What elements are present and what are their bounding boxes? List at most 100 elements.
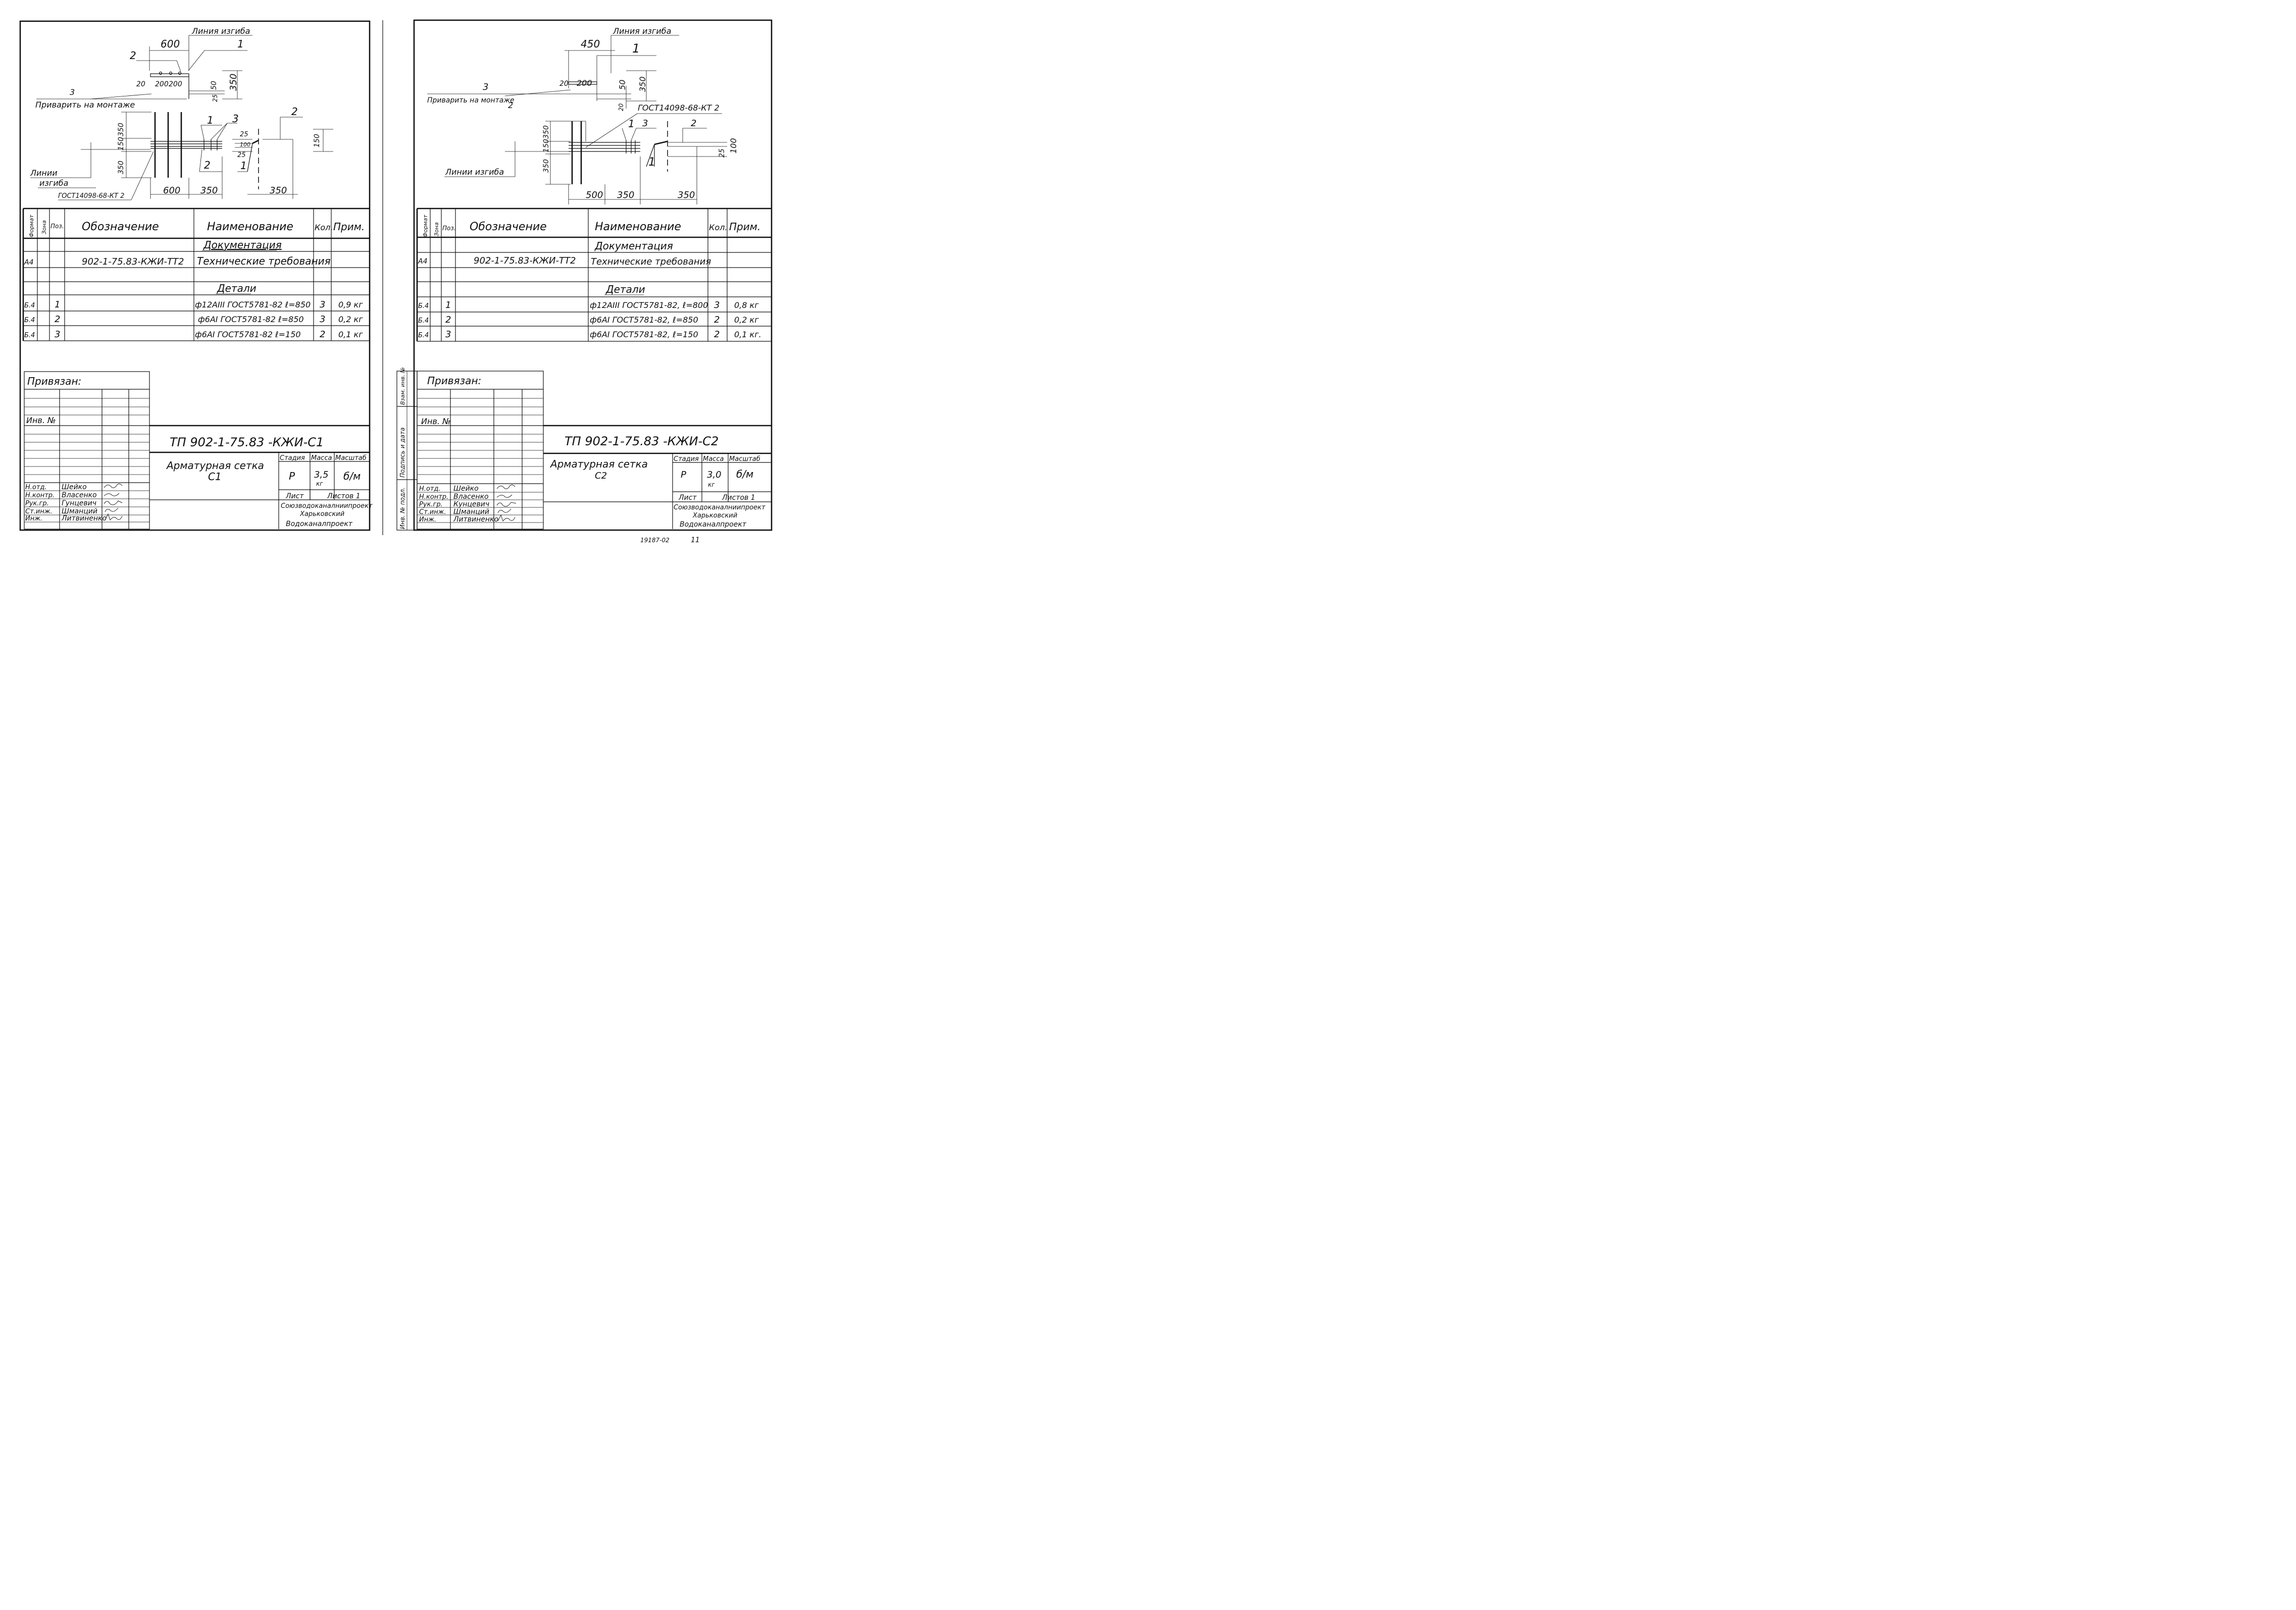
svg-text:2: 2 [714, 315, 720, 325]
row-format: А4 [24, 258, 33, 267]
drawing-sheets: Линия изгиба 600 1 2 20 200 200 50 350 2… [19, 19, 773, 544]
callout: 1 [237, 38, 244, 50]
signature-mark [104, 483, 123, 488]
dim: 350 [638, 76, 647, 92]
svg-text:Б.4: Б.4 [418, 302, 429, 310]
bend-lines-label: Линии [30, 168, 58, 178]
svg-text:Гунцевич: Гунцевич [62, 499, 96, 507]
svg-text:3: 3 [320, 299, 325, 310]
svg-text:0,1 кг: 0,1 кг [338, 330, 363, 339]
signature-rows: Н.отд. Шейко Н.контр. Власенко Рук.гр. Г… [25, 483, 123, 523]
signature-mark [496, 502, 517, 507]
row-format: А4 [418, 257, 427, 266]
signature-mark [105, 507, 119, 512]
stage-label: Стадия [674, 455, 699, 463]
scale-label: Масштаб [729, 455, 760, 463]
svg-text:3: 3 [55, 329, 60, 340]
dim: 150 [117, 137, 125, 150]
row-designation: 902-1-75.83-КЖИ-ТТ2 [82, 256, 184, 267]
bend-line-label: Линия изгиба [191, 26, 250, 36]
mass-label: Масса [311, 454, 332, 462]
svg-text:ф12АIII ГОСТ5781-82 ℓ=850: ф12АIII ГОСТ5781-82 ℓ=850 [195, 300, 311, 309]
svg-text:Н.отд.: Н.отд. [25, 484, 47, 491]
table-row: Б.4 1 ф12АIII ГОСТ5781-82, ℓ=800 3 0,8 к… [418, 300, 759, 310]
dim: 100 [729, 138, 738, 153]
signature-mark [104, 500, 123, 505]
dim: 25 [718, 148, 726, 158]
dim: 600 [163, 185, 180, 196]
dim: 150 [542, 139, 550, 152]
callout: 3 [483, 82, 488, 92]
section-docs: Документация [203, 239, 282, 251]
row-name: Технические требования [197, 255, 331, 267]
org-name: Водоканалпроект [286, 520, 353, 528]
dim: 20 [136, 80, 145, 88]
dim: 20 [559, 80, 569, 88]
dim: 350 [617, 190, 634, 200]
table-row: Б.4 2 ф6АI ГОСТ5781-82 ℓ=850 3 0,2 кг [24, 314, 363, 325]
header-format: Формат [422, 215, 429, 237]
footer-page: 11 [691, 536, 700, 544]
dim: 200 [155, 80, 169, 88]
inv-no-label: Инв. № [26, 416, 56, 425]
callout: 1 [628, 118, 635, 130]
stage-value: Р [289, 470, 295, 482]
dim: 25 [212, 94, 219, 102]
callout: 2 [291, 106, 298, 118]
table-row: Б.4 3 ф6АI ГОСТ5781-82, ℓ=150 2 0,1 кг. [418, 329, 761, 340]
sheet-label: Лист [678, 494, 697, 502]
scale-value: б/м [343, 470, 361, 482]
signature-mark [104, 493, 120, 496]
mass-unit: кг [708, 481, 715, 488]
svg-text:1: 1 [445, 300, 451, 310]
side-stamp: Инв. № подл. Подпись и дата Взам. инв. № [396, 367, 418, 531]
sheet-1-spec-table: Формат Зона Поз. Обозначение Наименовани… [22, 207, 370, 341]
bend-line-label: Линия изгиба [613, 26, 671, 36]
side-stamp-sign: Подпись и дата [399, 428, 406, 478]
sheets-count: Листов 1 [327, 492, 361, 500]
svg-text:2: 2 [320, 329, 325, 340]
svg-text:ф6АI ГОСТ5781-82 ℓ=850: ф6АI ГОСТ5781-82 ℓ=850 [198, 315, 304, 324]
callout: 1 [240, 160, 247, 172]
header-designation: Обозначение [470, 221, 547, 233]
svg-text:2: 2 [55, 314, 60, 325]
svg-text:Шманций: Шманций [453, 508, 489, 516]
scale-label: Масштаб [335, 454, 367, 462]
svg-text:Б.4: Б.4 [418, 332, 429, 339]
item-title-code: С2 [595, 471, 607, 481]
dim: 50 [210, 81, 218, 90]
item-title-code: С1 [208, 471, 222, 483]
dim: 200 [169, 80, 182, 88]
org-name: Харьковский [299, 510, 344, 518]
sheets-count: Листов 1 [722, 494, 755, 502]
svg-text:2: 2 [445, 315, 451, 325]
footer-code: 19187-02 [640, 537, 670, 544]
org-name: Союзводоканалниипроект [674, 504, 766, 511]
svg-text:ф6АI ГОСТ5781-82, ℓ=150: ф6АI ГОСТ5781-82, ℓ=150 [590, 330, 698, 339]
scale-value: б/м [736, 468, 753, 480]
mass-unit: кг [316, 480, 323, 487]
dim: 350 [200, 185, 218, 196]
dim: 50 [618, 80, 627, 90]
svg-text:0,2 кг: 0,2 кг [734, 315, 759, 325]
org-name: Харьковский [692, 512, 737, 520]
header-format: Формат [28, 215, 35, 237]
header-qty: Кол. [315, 223, 333, 232]
dim: 350 [117, 161, 125, 174]
sheet-1-frame [19, 20, 371, 531]
gost-label: ГОСТ14098-68-КТ 2 [58, 192, 124, 200]
header-qty: Кол. [709, 223, 727, 232]
signature-mark [497, 508, 512, 513]
sheet-2-spec-table: Формат Зона Поз. Обозначение Наименовани… [416, 207, 772, 342]
svg-text:Шейко: Шейко [62, 483, 87, 491]
attached-label: Привязан: [27, 375, 81, 387]
dim: 150 [313, 134, 321, 147]
weld-note: Приварить на монтаже [427, 96, 515, 105]
svg-text:3: 3 [320, 314, 325, 325]
mass-value: 3,5 [314, 470, 329, 480]
svg-text:Кунцевич: Кунцевич [453, 500, 489, 508]
section-parts: Детали [217, 282, 257, 294]
svg-text:2: 2 [714, 329, 720, 340]
table-row: Б.4 1 ф12АIII ГОСТ5781-82 ℓ=850 3 0,9 кг [24, 299, 363, 310]
svg-text:Ст.инж.: Ст.инж. [419, 508, 446, 516]
